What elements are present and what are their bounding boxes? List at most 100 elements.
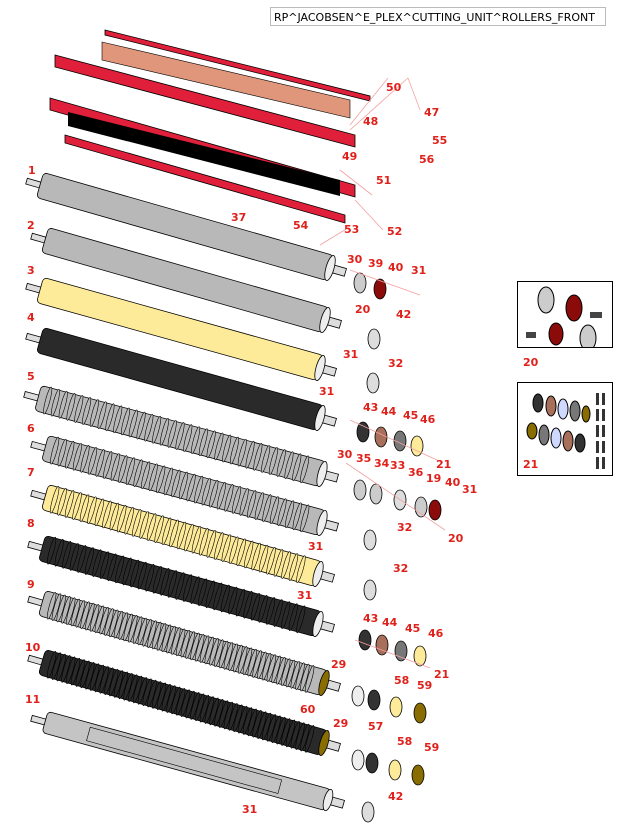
roller-8 — [27, 535, 335, 637]
callout-label: 31 — [319, 385, 334, 398]
kit-20-parts — [526, 286, 602, 352]
callout-label: 7 — [27, 466, 35, 479]
inset-box-kit-20: 20 — [517, 281, 613, 369]
roller-11 — [30, 711, 345, 812]
hardware-part — [363, 529, 377, 551]
callout-label: 50 — [386, 81, 402, 94]
callout-label: 44 — [381, 405, 397, 418]
inset-box-kit-21: 21 — [517, 382, 613, 476]
callout-label: 20 — [355, 303, 371, 316]
callout-label: 29 — [333, 717, 348, 730]
callout-label: 30 — [337, 448, 353, 461]
hardware-part — [356, 421, 370, 443]
callout-label: 60 — [300, 703, 316, 716]
roller-5 — [23, 385, 339, 488]
hardware-part — [389, 696, 403, 718]
roller-9 — [27, 591, 341, 696]
callout-label: 8 — [27, 517, 35, 530]
callout-label: 52 — [387, 225, 402, 238]
callout-label: 20 — [448, 532, 464, 545]
roller-4 — [25, 328, 337, 431]
hardware-part — [411, 764, 425, 786]
hardware-part — [367, 689, 381, 711]
roller-10 — [27, 650, 341, 756]
callout-label: 53 — [344, 223, 359, 236]
hardware-part — [428, 499, 442, 521]
hardware-part — [373, 278, 387, 300]
callout-label: 35 — [356, 452, 371, 465]
callout-label: 46 — [420, 413, 436, 426]
callout-label: 2 — [27, 219, 35, 232]
rubber-strip — [68, 112, 340, 196]
callout-label: 21 — [436, 458, 451, 471]
callout-label: 36 — [408, 466, 424, 479]
callout-label: 4 — [27, 311, 35, 324]
callout-label: 49 — [342, 150, 357, 163]
callout-label: 57 — [368, 720, 383, 733]
hardware-part — [410, 435, 424, 457]
callout-label: 6 — [27, 422, 35, 435]
callout-label: 59 — [424, 741, 439, 754]
hardware-part — [358, 629, 372, 651]
callout-label: 1 — [28, 164, 36, 177]
diagram-title: RP^JACOBSEN^E_PLEX^CUTTING_UNIT^ROLLERS_… — [270, 7, 606, 26]
callout-label: 43 — [363, 401, 378, 414]
hardware-part — [393, 430, 407, 452]
callout-label: 45 — [403, 409, 418, 422]
plate-3 — [64, 134, 346, 224]
callout-label: 40 — [388, 261, 404, 274]
callout-label: 32 — [397, 521, 412, 534]
roller-1 — [25, 173, 347, 281]
roller-2 — [30, 228, 342, 333]
callout-label: 58 — [394, 674, 409, 687]
callout-label: 42 — [388, 790, 403, 803]
callout-label: 51 — [376, 174, 391, 187]
callout-label: 45 — [405, 622, 420, 635]
hardware-part — [351, 749, 365, 771]
callout-label: 10 — [25, 641, 41, 654]
callout-label: 30 — [347, 253, 363, 266]
callout-label: 21 — [434, 668, 449, 681]
hardware-part — [367, 328, 381, 350]
hardware-part — [361, 801, 375, 823]
callout-label: 39 — [368, 257, 383, 270]
hardware-part — [353, 272, 367, 294]
callout-label: 42 — [396, 308, 411, 321]
callout-label: 9 — [27, 578, 35, 591]
callout-label: 47 — [424, 106, 439, 119]
hardware-part — [394, 640, 408, 662]
plate-1 — [54, 54, 356, 148]
inset-label-21: 21 — [523, 458, 539, 471]
callout-label: 31 — [297, 589, 312, 602]
hardware-part — [374, 426, 388, 448]
callout-label: 54 — [293, 219, 309, 232]
hardware-part — [369, 483, 383, 505]
callout-label: 31 — [308, 540, 323, 553]
callout-label: 40 — [445, 476, 461, 489]
hardware-part — [413, 702, 427, 724]
hardware-part — [363, 579, 377, 601]
callout-label: 29 — [331, 658, 346, 671]
callout-label: 32 — [393, 562, 408, 575]
inset-label-20: 20 — [523, 356, 539, 369]
callout-label: 3 — [27, 264, 35, 277]
hardware-part — [365, 752, 379, 774]
callout-label: 37 — [231, 211, 246, 224]
callout-label: 31 — [462, 483, 477, 496]
callout-label: 46 — [428, 627, 444, 640]
callout-label: 31 — [411, 264, 426, 277]
hardware-part — [351, 685, 365, 707]
callout-label: 31 — [242, 803, 257, 816]
hardware-part — [353, 479, 367, 501]
hardware-part — [375, 634, 389, 656]
kit-21-parts — [526, 393, 605, 469]
callout-label: 34 — [374, 457, 390, 470]
callout-label: 19 — [426, 472, 441, 485]
roller-7 — [30, 485, 335, 587]
plate-0 — [104, 29, 371, 102]
hardware-part — [366, 372, 380, 394]
callout-label: 55 — [432, 134, 447, 147]
callout-label: 11 — [25, 693, 40, 706]
